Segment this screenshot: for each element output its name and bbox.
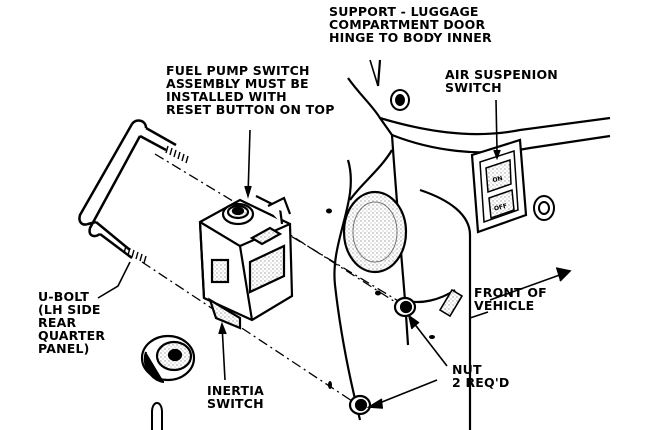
fuel-pump-label-line1: FUEL PUMP SWITCH: [166, 63, 310, 78]
support-label-line1: SUPPORT - LUGGAGE: [329, 4, 479, 19]
u-bolt-threads: [123, 145, 189, 264]
body-inner-panel: [333, 59, 611, 430]
front-of-vehicle-label-line1: FRONT OF: [474, 285, 547, 300]
switch-on-text: ON: [492, 175, 504, 184]
support-label: SUPPORT - LUGGAGE COMPARTMENT DOOR HINGE…: [329, 5, 492, 44]
u-bolt-label-line1: U-BOLT: [38, 289, 90, 304]
support-label-line2: COMPARTMENT DOOR: [329, 17, 486, 32]
fuel-pump-label-line4: RESET BUTTON ON TOP: [166, 102, 335, 117]
panel-opening: [342, 190, 408, 274]
u-bolt-label-line5: PANEL): [38, 341, 90, 356]
inertia-switch-label-line1: INERTIA: [207, 383, 264, 398]
inertia-switch-assembly: [198, 195, 294, 330]
air-suspension-label-line1: AIR SUSPENION: [445, 67, 558, 82]
inertia-switch-label: INERTIA SWITCH: [207, 384, 264, 410]
u-bolt-label-line4: QUARTER: [38, 328, 106, 343]
nut-lower: [348, 394, 372, 416]
inertia-switch-label-line2: SWITCH: [207, 396, 264, 411]
front-of-vehicle-arrow: [489, 267, 572, 301]
nut-label-line1: NUT: [452, 362, 482, 377]
fuel-pump-label-line2: ASSEMBLY MUST BE: [166, 76, 309, 91]
support-hinge-nut: [390, 89, 410, 111]
support-label-line3: HINGE TO BODY INNER: [329, 30, 492, 45]
fuel-pump-label: FUEL PUMP SWITCH ASSEMBLY MUST BE INSTAL…: [166, 64, 335, 116]
u-bolt-label: U-BOLT (LH SIDE REAR QUARTER PANEL): [38, 290, 105, 355]
nut-label: NUT 2 REQ'D: [452, 363, 509, 389]
fuel-pump-label-line3: INSTALLED WITH: [166, 89, 287, 104]
front-of-vehicle-label: FRONT OF VEHICLE: [474, 286, 547, 312]
nut-label-line2: 2 REQ'D: [452, 375, 510, 390]
switch-off-text: OFF: [493, 202, 508, 212]
clip-bottom: [151, 402, 163, 430]
front-of-vehicle-label-line2: VEHICLE: [474, 298, 535, 313]
reset-button: [221, 202, 255, 226]
u-bolt: [78, 119, 177, 259]
air-suspension-label: AIR SUSPENION SWITCH: [445, 68, 558, 94]
washer-ring: [533, 195, 555, 221]
air-suspension-switch: ON OFF: [470, 138, 528, 234]
air-suspension-label-line2: SWITCH: [445, 80, 502, 95]
grommet-part: [140, 334, 196, 384]
panel-clip: [438, 288, 464, 318]
u-bolt-label-line2: (LH SIDE: [38, 302, 101, 317]
u-bolt-label-line3: REAR: [38, 315, 77, 330]
nut-upper: [393, 296, 417, 318]
leader-lines: [97, 59, 501, 409]
